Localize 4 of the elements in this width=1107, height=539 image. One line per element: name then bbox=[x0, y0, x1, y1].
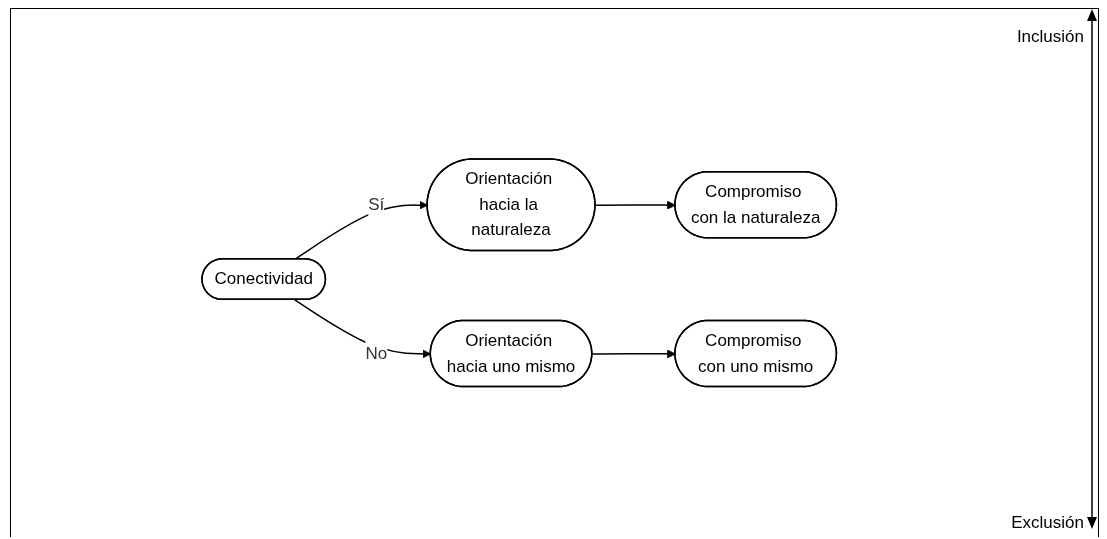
scale-label: Exclusión bbox=[1011, 513, 1084, 533]
scale-label: Inclusión bbox=[1016, 27, 1084, 47]
edge-label: No bbox=[365, 343, 388, 363]
edge-label: Sí bbox=[368, 195, 385, 215]
